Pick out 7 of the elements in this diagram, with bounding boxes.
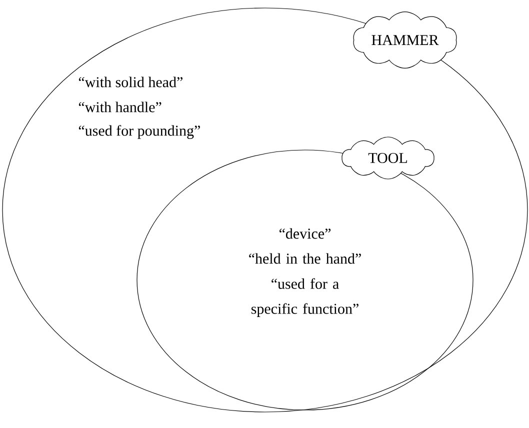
quoted-text: “device” xyxy=(280,228,331,239)
quoted-text: “used for pounding” xyxy=(78,125,200,139)
quoted-text: “held in the hand” xyxy=(249,253,361,264)
quoted-text: “with handle” xyxy=(78,102,162,112)
quoted-text: “used for a specific function” xyxy=(251,278,358,317)
cloud: TOOL xyxy=(342,136,434,180)
quoted-text: “with solid head” xyxy=(78,76,182,88)
